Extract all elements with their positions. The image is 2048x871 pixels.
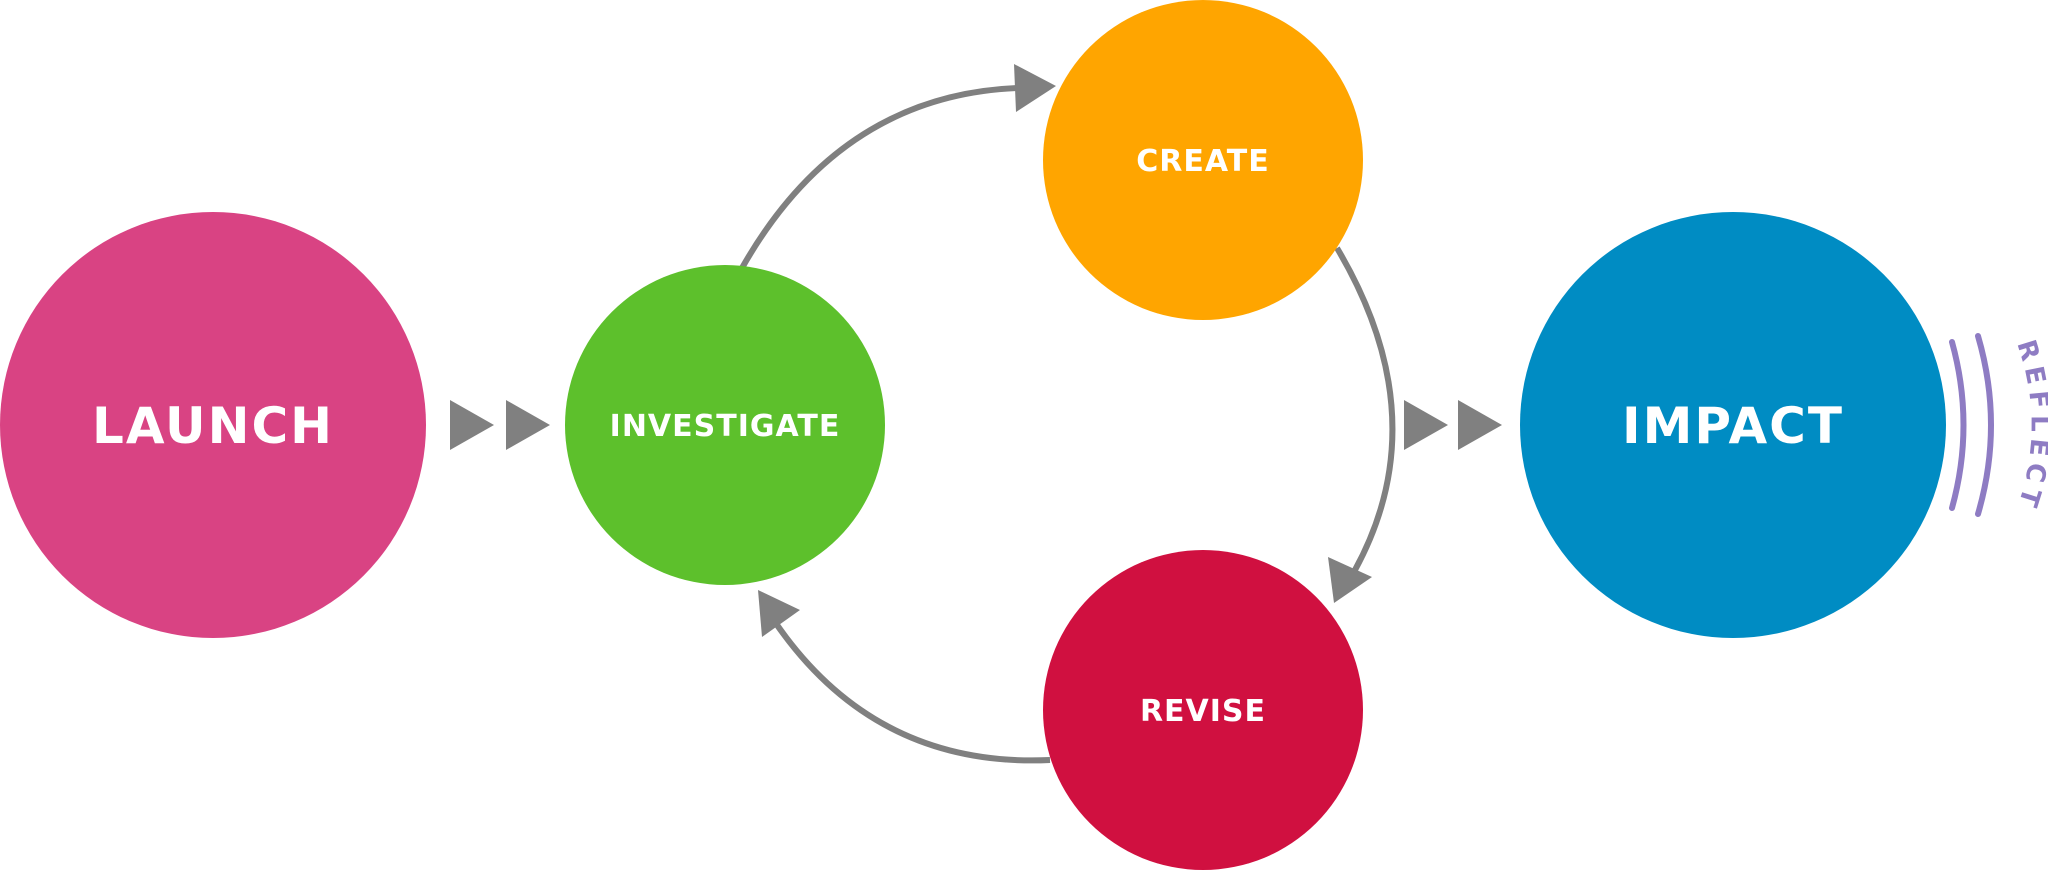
create-label: CREATE [1136,144,1269,179]
revise-node: REVISE [1043,550,1363,870]
reflect-waves-icon [1949,333,1994,517]
flow-arrows [450,400,1502,450]
launch-label: LAUNCH [92,397,334,455]
arrow-create-to-revise [1334,246,1396,572]
double-arrow-1b [506,400,550,450]
double-arrow-2a [1404,400,1448,450]
create-node: CREATE [1043,0,1363,320]
double-arrow-2b [1458,400,1502,450]
arrowhead-to-revise [1328,557,1372,603]
arrowhead-to-investigate [758,590,800,637]
investigate-node: INVESTIGATE [565,265,885,585]
revise-label: REVISE [1140,694,1266,729]
arrow-investigate-to-create [739,85,1019,270]
launch-node: LAUNCH [0,212,426,638]
investigate-label: INVESTIGATE [610,409,841,444]
impact-label: IMPACT [1622,397,1844,455]
arrow-revise-to-investigate [772,620,1051,764]
arrowhead-to-create [1014,64,1056,112]
reflect-label: REFLECT [2010,336,2048,515]
impact-node: IMPACT [1520,212,1946,638]
double-arrow-1a [450,400,494,450]
cycle-arrows [739,64,1396,764]
